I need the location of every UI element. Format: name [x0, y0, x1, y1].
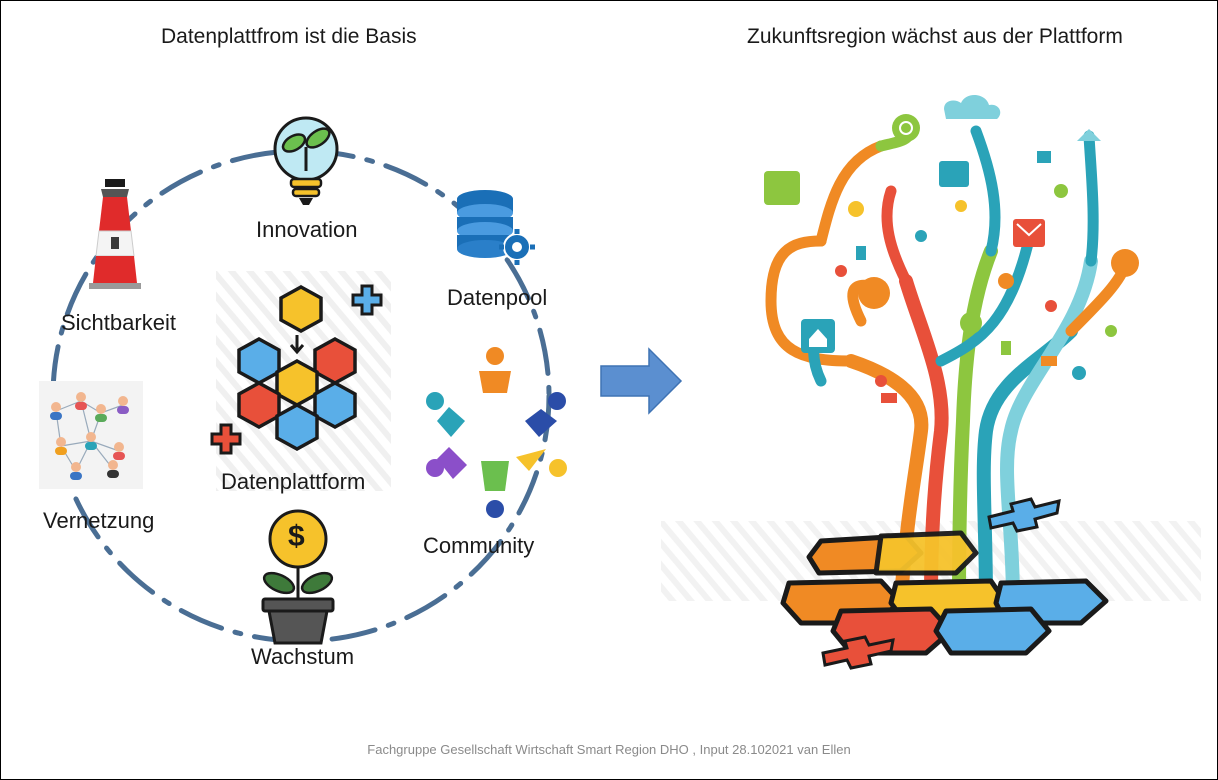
label-community: Community	[423, 533, 535, 558]
label-wachstum: Wachstum	[251, 644, 355, 669]
left-heading: Datenplattfrom ist die Basis	[161, 25, 417, 48]
plus-icon-blue	[351, 284, 383, 316]
plus-icon-red	[210, 423, 242, 455]
data-tree-illustration	[661, 94, 1201, 670]
right-arrow	[600, 347, 683, 415]
database-gear-icon	[457, 190, 535, 265]
money-plant-icon	[261, 509, 335, 645]
footer-credit: Fachgruppe Gesellschaft Wirtschaft Smart…	[367, 742, 851, 757]
honeycomb-platform-icon	[237, 285, 357, 451]
network-people-icon	[39, 381, 143, 489]
dollar-sign: $	[288, 520, 305, 553]
community-people-icon	[426, 347, 567, 518]
lighthouse-icon	[89, 179, 141, 289]
label-sichtbarkeit: Sichtbarkeit	[61, 310, 176, 335]
lightbulb-plant-icon	[273, 116, 339, 205]
cycle-circle	[50, 148, 552, 644]
label-innovation: Innovation	[256, 217, 358, 242]
plus-icon-tree-red	[821, 635, 895, 670]
down-arrow-icon	[289, 335, 305, 355]
right-heading: Zukunftsregion wächst aus der Plattform	[747, 25, 1123, 48]
label-datenplattform: Datenplattform	[221, 469, 366, 494]
label-vernetzung: Vernetzung	[43, 508, 155, 533]
plus-icon-tree-blue	[987, 497, 1061, 533]
label-datenpool: Datenpool	[447, 285, 548, 310]
